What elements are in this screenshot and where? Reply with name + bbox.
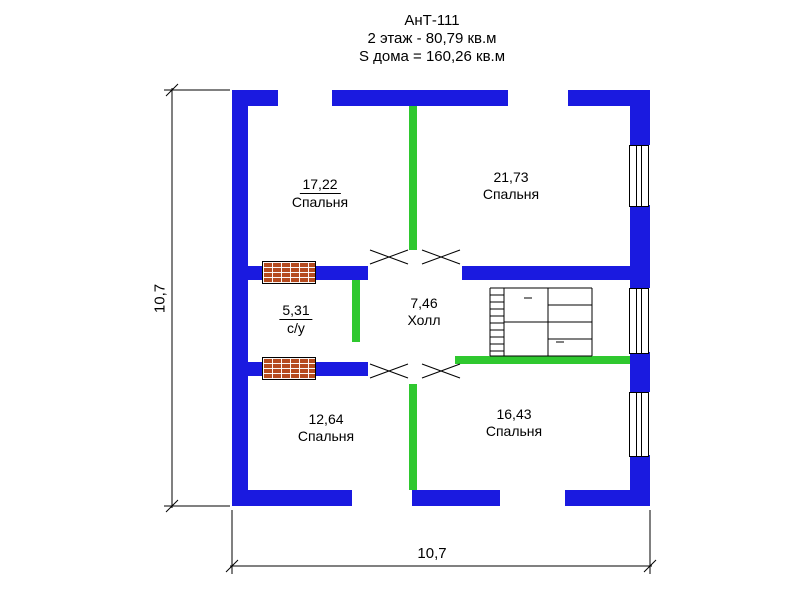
room-label-bathroom: 5,31 с/у — [279, 302, 313, 337]
room-area: 12,64 — [308, 411, 344, 427]
window-right-1 — [629, 145, 649, 207]
partition-top-bedrooms — [409, 106, 417, 250]
staircase — [489, 287, 593, 357]
room-name: Спальня — [291, 194, 349, 210]
room-name: Холл — [407, 312, 441, 328]
drawing-title: АнТ-111 2 этаж - 80,79 кв.м S дома = 160… — [232, 12, 632, 66]
project-code: АнТ-111 — [404, 12, 460, 29]
wall-top-segment-3 — [568, 90, 650, 106]
brick-vent-block-top — [262, 261, 316, 284]
window-glazing-line — [636, 393, 637, 456]
room-label-bedroom-bottom-left: 12,64 Спальня — [298, 411, 354, 445]
wall-left — [232, 90, 248, 506]
room-area: 16,43 — [496, 406, 532, 422]
floor-area-line: 2 этаж - 80,79 кв.м — [367, 30, 497, 47]
room-area: 21,73 — [493, 169, 529, 185]
window-right-3 — [629, 392, 649, 457]
wall-top-segment-1 — [232, 90, 278, 106]
dimension-label-left: 10,7 — [151, 283, 169, 314]
wall-bottom-segment-1 — [232, 490, 352, 506]
door-swing-bottom-icon — [369, 363, 461, 379]
window-glazing-line — [636, 289, 637, 353]
window-right-2 — [629, 288, 649, 354]
room-area: 5,31 — [279, 302, 313, 320]
room-area: 17,22 — [299, 176, 341, 194]
partition-hall-bedroom-right — [455, 356, 630, 364]
room-area: 7,46 — [410, 295, 438, 311]
room-name: Спальня — [485, 423, 543, 439]
window-glazing-line — [636, 146, 637, 206]
window-glazing-line — [641, 289, 642, 353]
wall-bottom-segment-2 — [412, 490, 500, 506]
door-swing-top-icon — [369, 249, 461, 265]
wall-right-segment-1 — [630, 90, 650, 145]
room-name: Спальня — [297, 428, 355, 444]
wall-bottom-segment-3 — [565, 490, 650, 506]
brick-vent-block-bottom — [262, 357, 316, 380]
wall-top-segment-2 — [332, 90, 508, 106]
partition-bottom-bedrooms — [409, 384, 417, 490]
dimension-left — [164, 83, 230, 513]
room-label-hall: 7,46 Холл — [408, 295, 441, 329]
wall-right-segment-2 — [630, 205, 650, 288]
room-label-bedroom-top-left: 17,22 Спальня — [292, 176, 348, 211]
room-label-bedroom-bottom-right: 16,43 Спальня — [486, 406, 542, 440]
window-glazing-line — [641, 393, 642, 456]
partition-bathroom-right — [352, 280, 360, 342]
dimension-bottom — [225, 510, 657, 574]
wall-right-segment-3 — [630, 352, 650, 392]
room-name: Спальня — [482, 186, 540, 202]
dimension-label-bottom: 10,7 — [417, 545, 447, 562]
room-name: с/у — [287, 320, 305, 336]
window-glazing-line — [641, 146, 642, 206]
wall-middle-right — [462, 266, 630, 280]
house-area-line: S дома = 160,26 кв.м — [358, 48, 506, 65]
room-label-bedroom-top-right: 21,73 Спальня — [483, 169, 539, 203]
